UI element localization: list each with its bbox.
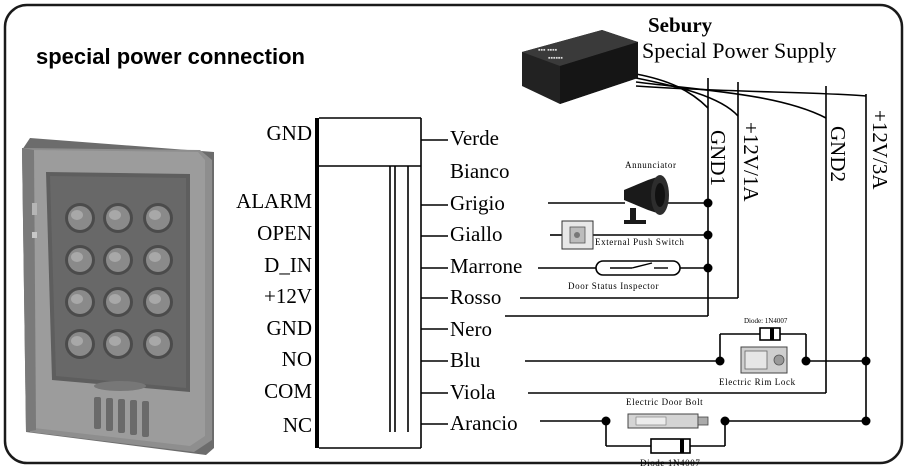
wire-color-9: Arancio	[450, 411, 518, 435]
psu-name: Special Power Supply	[642, 38, 836, 63]
junction-dots	[601, 198, 871, 426]
push-switch	[561, 220, 594, 250]
terminal-labels: GND ALARM OPEN D_IN +12V GND NO COM NC	[236, 121, 312, 437]
keypad-key	[103, 245, 133, 275]
terminal-label-8: NC	[283, 413, 312, 437]
rim-lock-label: Electric Rim Lock	[719, 377, 796, 387]
output-gnd1: GND1	[706, 130, 730, 186]
output-gnd2: GND2	[826, 126, 850, 182]
wire-color-4: Marrone	[450, 254, 522, 278]
keypad-key	[65, 287, 95, 317]
door-status-sensor	[595, 260, 681, 276]
diagram-title: special power connection	[36, 44, 305, 69]
terminal-label-4: +12V	[264, 284, 312, 308]
wire-color-2: Grigio	[450, 191, 505, 215]
wire-color-5: Rosso	[450, 285, 501, 309]
power-supply: ▪▪▪ ▪▪▪▪ ▪▪▪▪▪▪	[522, 30, 638, 104]
terminal-label-1: ALARM	[236, 189, 312, 213]
bolt-diode-label: Diode 1N4007	[640, 458, 700, 468]
keypad-key	[103, 329, 133, 359]
wire-color-7: Blu	[450, 348, 481, 372]
keypad-key	[143, 287, 173, 317]
terminal-label-7: COM	[264, 379, 312, 403]
wire-color-6: Nero	[450, 317, 492, 341]
wire-color-1: Bianco	[450, 159, 509, 183]
keypad-key	[103, 203, 133, 233]
bolt-diode	[650, 438, 691, 454]
psu-brand: Sebury	[648, 13, 713, 37]
terminal-label-5: GND	[267, 316, 313, 340]
wiring	[505, 73, 867, 447]
output-12v-3a: +12V/3A	[868, 110, 892, 190]
terminal-label-2: OPEN	[257, 221, 312, 245]
rim-diode-label: Diode: 1N4007	[744, 317, 788, 325]
keypad-key	[65, 245, 95, 275]
keypad-key	[65, 203, 95, 233]
lead-lines	[421, 139, 448, 425]
keypad-key	[103, 287, 133, 317]
push-switch-label: External Push Switch	[595, 237, 685, 247]
wire-color-labels: VerdeBiancoGrigioGialloMarroneRossoNeroB…	[450, 126, 522, 435]
annunciator-label: Annunciator	[625, 160, 677, 170]
output-12v-1a: +12V/1A	[739, 122, 763, 202]
terminal-label-6: NO	[282, 347, 312, 371]
wire-color-0: Verde	[450, 126, 499, 150]
psu-label-art-2: ▪▪▪▪▪▪	[548, 54, 563, 62]
door-bolt-label: Electric Door Bolt	[626, 397, 703, 407]
rim-lock	[740, 346, 788, 374]
wire-color-3: Giallo	[450, 222, 503, 246]
keypad-buttons	[65, 203, 173, 359]
door-status-label: Door Status Inspector	[568, 281, 659, 291]
connector-block	[315, 117, 422, 449]
diagram-border	[3, 3, 904, 465]
annunciator-horn	[624, 175, 669, 224]
wire-color-8: Viola	[450, 380, 496, 404]
keypad-key	[143, 329, 173, 359]
door-bolt	[627, 413, 709, 429]
terminal-label-0: GND	[267, 121, 313, 145]
keypad-key	[143, 203, 173, 233]
keypad-key	[143, 245, 173, 275]
rim-lock-diode	[759, 327, 781, 341]
terminal-label-3: D_IN	[264, 253, 312, 277]
psu-label-art: ▪▪▪ ▪▪▪▪	[538, 46, 558, 54]
keypad-key	[65, 329, 95, 359]
